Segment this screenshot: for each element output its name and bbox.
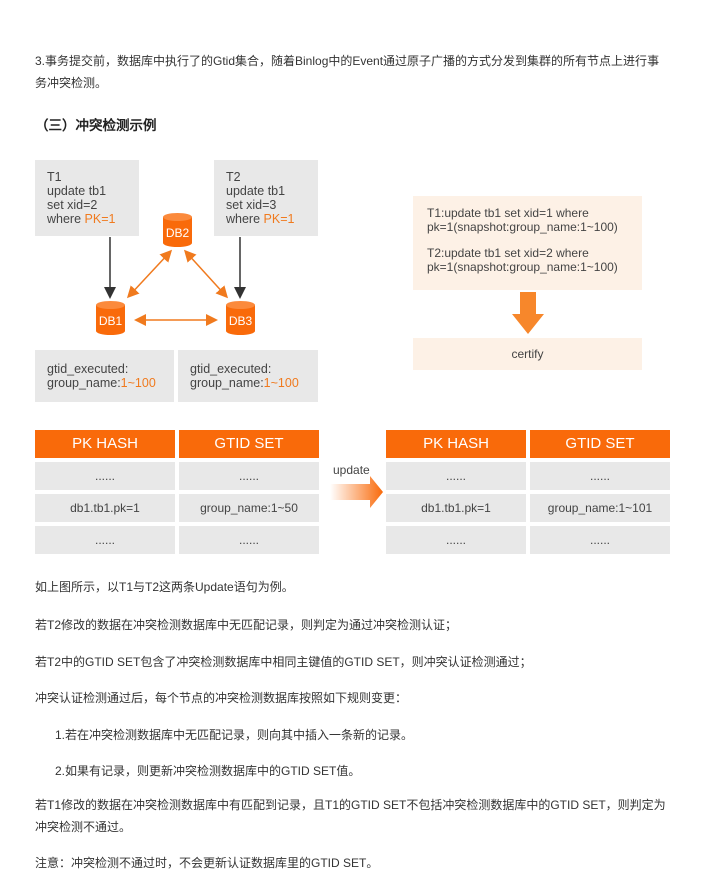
cell: ...... bbox=[179, 462, 319, 490]
paragraph: 如上图所示，以T1与T2这两条Update语句为例。 bbox=[35, 580, 294, 594]
db1-label: DB1 bbox=[98, 314, 123, 328]
t2-line: where PK=1 bbox=[226, 212, 306, 226]
gtid-range: 1~100 bbox=[263, 376, 299, 390]
t1-label: T1 bbox=[47, 170, 62, 184]
stmt-line: T1:update tb1 set xid=1 where bbox=[427, 206, 589, 220]
paragraph: 注意：冲突检测不通过时，不会更新认证数据库里的GTID SET。 bbox=[35, 856, 379, 870]
cell: ...... bbox=[386, 462, 526, 490]
gtid-group: group_name: bbox=[190, 376, 264, 390]
cell: ...... bbox=[179, 526, 319, 554]
intro-line-2: 务冲突检测。 bbox=[35, 76, 108, 90]
stmt-line: pk=1(snapshot:group_name:1~100) bbox=[427, 260, 618, 274]
db2-cylinder-icon: DB2 bbox=[163, 213, 192, 247]
cell: group_name:1~101 bbox=[530, 494, 670, 522]
t2-label: T2 bbox=[226, 170, 241, 184]
gtid-box-2: gtid_executed: group_name:1~100 bbox=[178, 350, 318, 402]
gtid-value: group_name:1~100 bbox=[190, 376, 306, 390]
paragraph: 冲突检测不通过。 bbox=[35, 820, 132, 834]
table-row: ............ bbox=[35, 526, 319, 554]
paragraph: 若T2修改的数据在冲突检测数据库中无匹配记录，则判定为通过冲突检测认证； bbox=[35, 618, 458, 632]
intro-line-1: 3.事务提交前，数据库中执行了的Gtid集合，随着Binlog中的Event通过… bbox=[35, 54, 660, 68]
certify-box: certify bbox=[413, 338, 642, 370]
cell: ...... bbox=[530, 462, 670, 490]
gtid-box-1: gtid_executed: group_name:1~100 bbox=[35, 350, 174, 402]
cell: db1.tb1.pk=1 bbox=[386, 494, 526, 522]
table-row: ............ bbox=[35, 462, 319, 490]
db2-label: DB2 bbox=[165, 226, 190, 240]
stmt-line: pk=1(snapshot:group_name:1~100) bbox=[427, 220, 618, 234]
cell: ...... bbox=[386, 526, 526, 554]
t1-line: update tb1 bbox=[47, 184, 107, 198]
header-gtid-set: GTID SET bbox=[530, 430, 670, 458]
db3-cylinder-icon: DB3 bbox=[226, 301, 255, 335]
t1-box: T1 update tb1 set xid=2 where PK=1 bbox=[35, 160, 139, 236]
gtid-label: gtid_executed: bbox=[190, 362, 272, 376]
table-row: ............ bbox=[386, 526, 670, 554]
db2-db3-arrow bbox=[183, 249, 229, 299]
db3-label: DB3 bbox=[228, 314, 253, 328]
header-gtid-set: GTID SET bbox=[179, 430, 319, 458]
paragraph: 冲突认证检测通过后，每个节点的冲突检测数据库按照如下规则变更： bbox=[35, 691, 408, 705]
header-pk-hash: PK HASH bbox=[386, 430, 526, 458]
cell: db1.tb1.pk=1 bbox=[35, 494, 175, 522]
section-heading: （三）冲突检测示例 bbox=[35, 118, 157, 133]
update-arrow-icon bbox=[330, 476, 383, 508]
cell: ...... bbox=[530, 526, 670, 554]
t2-pk: PK=1 bbox=[263, 212, 295, 226]
paragraph: 若T1修改的数据在冲突检测数据库中有匹配到记录，且T1的GTID SET不包括冲… bbox=[35, 798, 666, 812]
t1-line: where PK=1 bbox=[47, 212, 127, 226]
cell: ...... bbox=[35, 526, 175, 554]
update-label: update bbox=[333, 463, 370, 477]
list-item: 1.若在冲突检测数据库中无匹配记录，则向其中插入一条新的记录。 bbox=[55, 728, 414, 742]
t2-line: set xid=3 bbox=[226, 198, 277, 212]
t2-line: update tb1 bbox=[226, 184, 286, 198]
statements-box: T1:update tb1 set xid=1 where pk=1(snaps… bbox=[413, 196, 642, 290]
gtid-group: group_name: bbox=[47, 376, 121, 390]
list-item: 2.如果有记录，则更新冲突检测数据库中的GTID SET值。 bbox=[55, 764, 361, 778]
db1-cylinder-icon: DB1 bbox=[96, 301, 125, 335]
t1-pk: PK=1 bbox=[84, 212, 116, 226]
stmt-line: T2:update tb1 set xid=2 where bbox=[427, 246, 589, 260]
down-arrow-icon bbox=[512, 292, 544, 334]
cell: group_name:1~50 bbox=[179, 494, 319, 522]
paragraph: 若T2中的GTID SET包含了冲突检测数据库中相同主键值的GTID SET，则… bbox=[35, 655, 532, 669]
table-row: ............ bbox=[386, 462, 670, 490]
t2-where: where bbox=[226, 212, 264, 226]
t1-line: set xid=2 bbox=[47, 198, 98, 212]
gtid-range: 1~100 bbox=[120, 376, 156, 390]
t2-box: T2 update tb1 set xid=3 where PK=1 bbox=[214, 160, 318, 236]
gtid-value: group_name:1~100 bbox=[47, 376, 162, 390]
gtid-label: gtid_executed: bbox=[47, 362, 129, 376]
t1-where: where bbox=[47, 212, 85, 226]
header-pk-hash: PK HASH bbox=[35, 430, 175, 458]
cell: ...... bbox=[35, 462, 175, 490]
db1-db2-arrow bbox=[126, 249, 173, 299]
